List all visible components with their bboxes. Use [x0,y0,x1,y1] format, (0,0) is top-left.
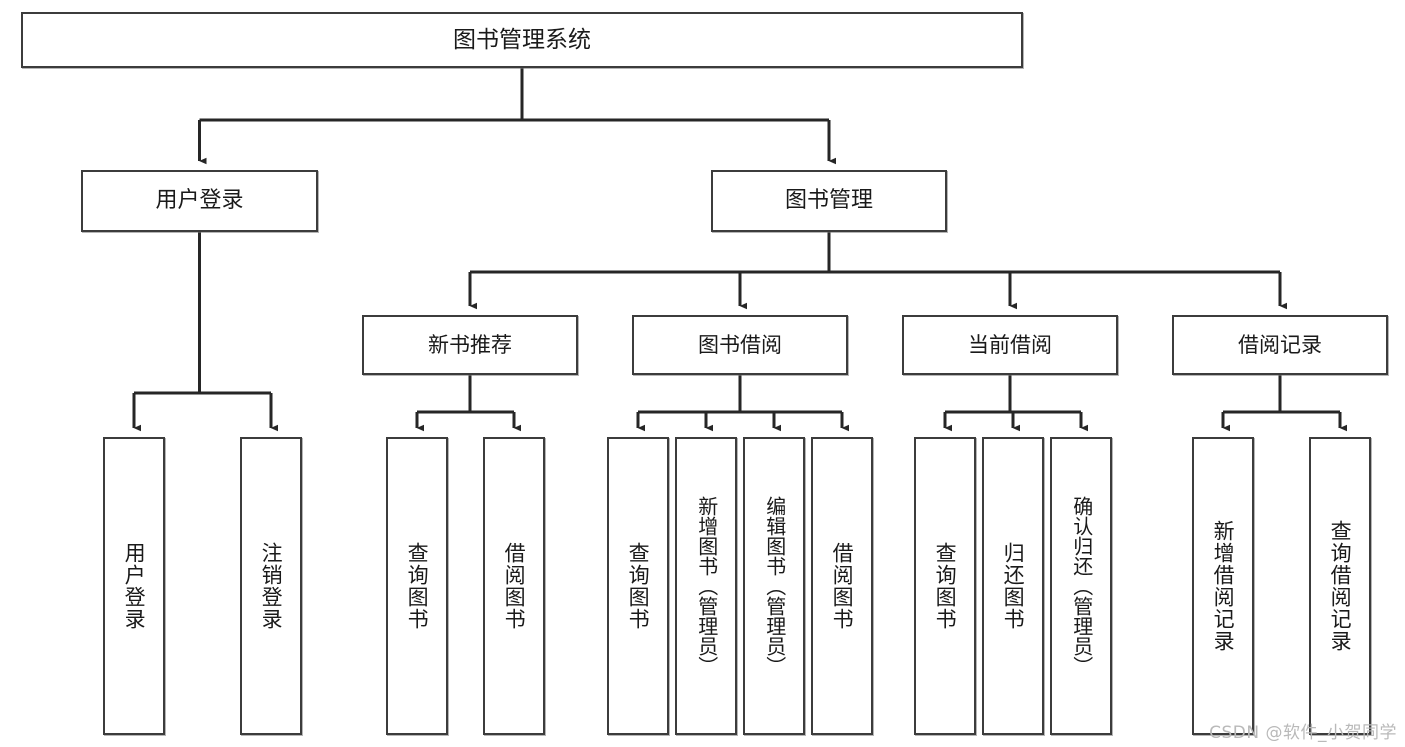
node-leaf-query-book-rec[interactable]: 查询图书 [386,437,448,735]
csdn-watermark: CSDN @软件_小贺同学 [1209,723,1397,743]
node-leaf-edit-book-admin[interactable]: 编辑图书（管理员） [743,437,805,735]
node-root[interactable]: 图书管理系统 [21,12,1023,68]
node-leaf-confirm-return-admin-label: 确认归还（管理员） [1069,496,1094,676]
node-borrow-record-label: 借阅记录 [1238,332,1322,357]
node-leaf-add-book-admin[interactable]: 新增图书（管理员） [675,437,737,735]
node-new-book-recommend[interactable]: 新书推荐 [362,315,578,375]
node-leaf-user-logout[interactable]: 注销登录 [240,437,302,735]
node-borrow-record[interactable]: 借阅记录 [1172,315,1388,375]
node-leaf-edit-book-admin-label: 编辑图书（管理员） [762,496,787,676]
node-leaf-add-borrow-record-label: 新增借阅记录 [1211,520,1236,652]
node-leaf-query-book-borrow-label: 查询图书 [626,542,651,630]
node-leaf-user-logout-label: 注销登录 [259,542,284,630]
node-leaf-query-borrow-record-label: 查询借阅记录 [1328,520,1353,652]
node-leaf-borrow-book[interactable]: 借阅图书 [811,437,873,735]
node-book-management-label: 图书管理 [784,188,873,214]
node-leaf-add-book-admin-label: 新增图书（管理员） [694,496,719,676]
node-leaf-return-book-label: 归还图书 [1001,542,1026,630]
node-leaf-confirm-return-admin[interactable]: 确认归还（管理员） [1050,437,1112,735]
node-book-management[interactable]: 图书管理 [711,170,947,232]
node-leaf-borrow-book-label: 借阅图书 [830,542,855,630]
node-root-label: 图书管理系统 [453,26,591,53]
node-user-login-label: 用户登录 [155,188,244,214]
node-leaf-query-borrow-record[interactable]: 查询借阅记录 [1309,437,1371,735]
node-leaf-borrow-book-rec-label: 借阅图书 [502,542,527,630]
node-new-book-recommend-label: 新书推荐 [428,332,512,357]
node-leaf-user-login[interactable]: 用户登录 [103,437,165,735]
node-leaf-user-login-label: 用户登录 [122,542,147,630]
node-current-borrow-label: 当前借阅 [968,332,1052,357]
node-leaf-query-book-current-label: 查询图书 [933,542,958,630]
node-book-borrow-label: 图书借阅 [698,332,782,357]
node-leaf-query-book-current[interactable]: 查询图书 [914,437,976,735]
node-leaf-return-book[interactable]: 归还图书 [982,437,1044,735]
node-leaf-borrow-book-rec[interactable]: 借阅图书 [483,437,545,735]
node-book-borrow[interactable]: 图书借阅 [632,315,848,375]
node-current-borrow[interactable]: 当前借阅 [902,315,1118,375]
node-leaf-query-book-rec-label: 查询图书 [405,542,430,630]
node-leaf-query-book-borrow[interactable]: 查询图书 [607,437,669,735]
node-user-login[interactable]: 用户登录 [81,170,318,232]
node-leaf-add-borrow-record[interactable]: 新增借阅记录 [1192,437,1254,735]
